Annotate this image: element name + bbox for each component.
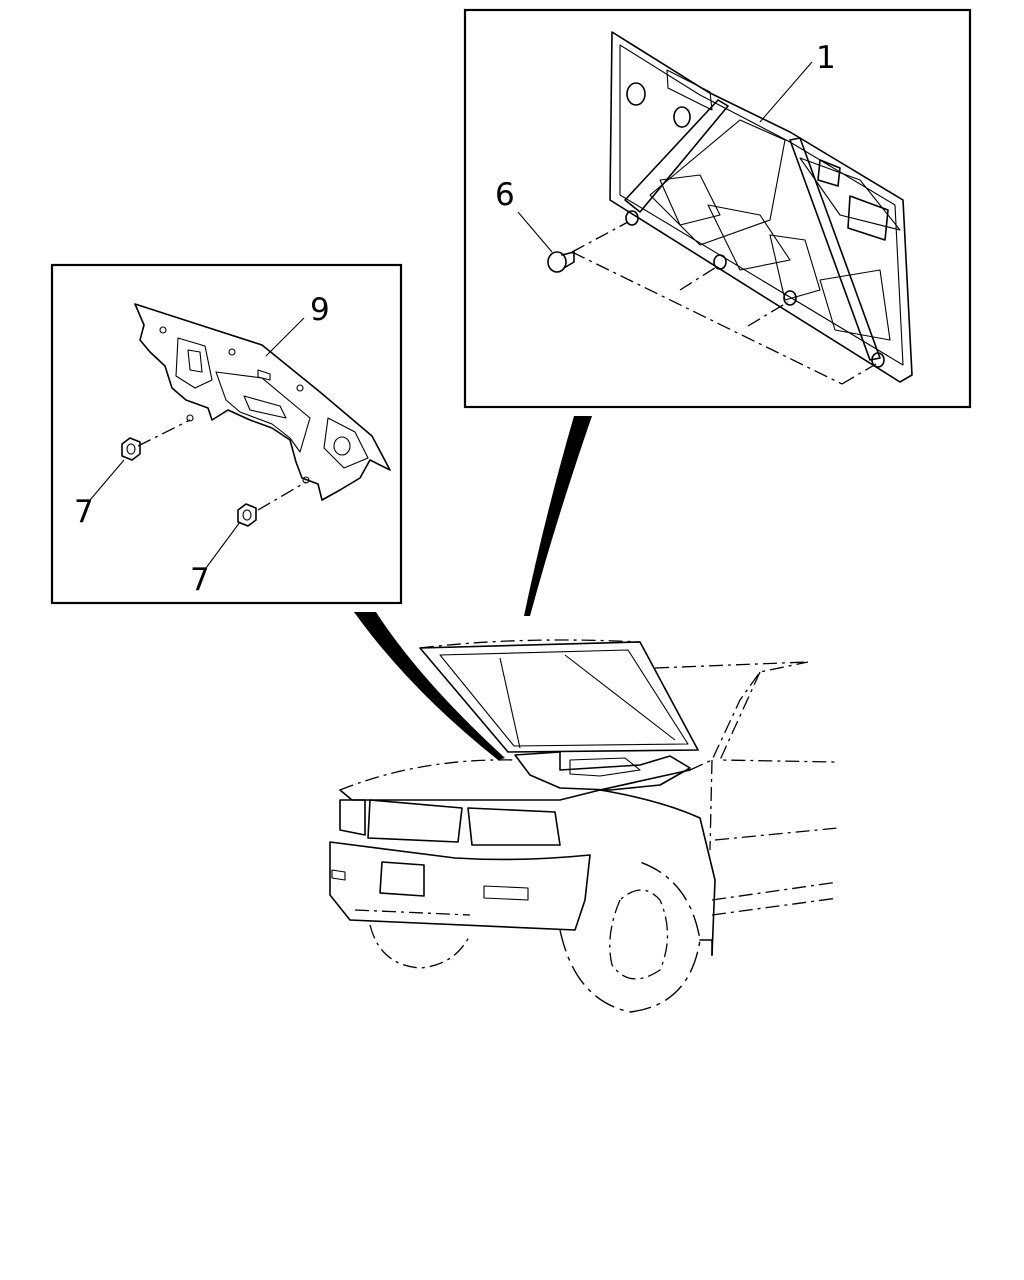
callout-1: 1 — [816, 40, 836, 76]
callout-6: 6 — [495, 177, 515, 213]
callout-9: 9 — [310, 292, 330, 328]
leader-arrow-hood — [524, 416, 592, 616]
leader-arrow-dash — [354, 612, 505, 760]
vehicle-front-view — [329, 639, 839, 1013]
nut-upper — [121, 437, 141, 461]
nut-lower — [237, 503, 257, 527]
inset-hood-insulator: 1 6 — [463, 8, 972, 409]
inset-dash-insulator: 9 7 7 — [50, 263, 403, 605]
callout-7-lower: 7 — [190, 562, 210, 598]
callout-7-upper: 7 — [74, 494, 94, 530]
